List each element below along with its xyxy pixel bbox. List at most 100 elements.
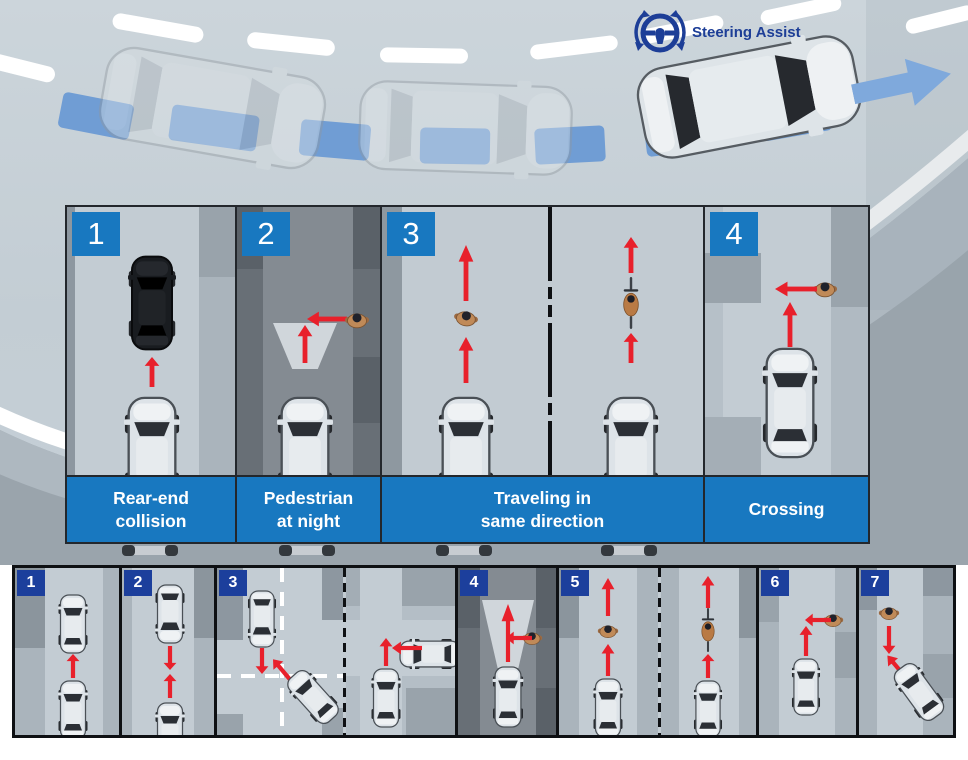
sub-panel-divider <box>343 568 346 735</box>
panel-number-badge: 2 <box>242 212 290 256</box>
red-arrow-up <box>601 644 615 676</box>
scenario-strip: 1 2 3 <box>12 565 956 738</box>
lane-divider <box>548 207 552 475</box>
pedestrian <box>597 620 619 642</box>
panel-number-badge: 4 <box>460 570 488 596</box>
pedestrian <box>344 307 370 333</box>
road-block <box>705 417 761 475</box>
ego-car <box>277 393 333 475</box>
red-arrow-up <box>66 654 80 678</box>
ego-car <box>762 344 818 462</box>
red-arrow-up <box>799 626 813 656</box>
red-arrow-up <box>297 325 313 363</box>
caption-line: same direction <box>480 510 605 531</box>
lane-marking <box>379 47 469 64</box>
caption-line: Rear-end <box>113 487 189 508</box>
panel-divider <box>119 568 122 735</box>
road-block <box>346 568 360 606</box>
ego-car <box>124 393 180 475</box>
wheel <box>122 545 135 556</box>
road-block <box>739 568 756 638</box>
road-block <box>831 207 868 307</box>
wheel <box>601 545 614 556</box>
panel-number-badge: 4 <box>710 212 758 256</box>
road-block <box>199 207 235 277</box>
scene-pedestrian-at-night: 2 <box>237 207 380 475</box>
caption-line: Crossing <box>748 499 825 520</box>
scene-traveling-same-direction: 3 <box>382 207 703 475</box>
panel-divider <box>756 568 759 735</box>
lane-marking <box>280 568 284 735</box>
caption-line: Pedestrian <box>263 487 354 508</box>
road-block <box>536 688 556 735</box>
red-arrow-up <box>501 604 515 662</box>
lead-vehicle <box>56 594 90 654</box>
wheel <box>279 545 292 556</box>
oncoming-car <box>245 590 279 648</box>
strip-scene-4: 4 <box>458 568 556 735</box>
red-arrow-down <box>255 648 269 674</box>
pedestrian <box>451 303 481 333</box>
ego-car <box>438 393 494 475</box>
panel-number-badge: 6 <box>761 570 789 596</box>
caption-crossing: Crossing <box>705 477 868 542</box>
red-arrow-up <box>144 357 160 387</box>
panel-divider <box>214 568 217 735</box>
red-arrow-up <box>623 237 639 273</box>
panel-number-badge: 2 <box>124 570 152 596</box>
panel-number-badge: 1 <box>72 212 120 256</box>
caption-line: at night <box>276 510 341 531</box>
steering-assist-label: Steering Assist <box>692 24 801 41</box>
red-arrow-left <box>775 281 817 297</box>
ego-car <box>153 702 187 735</box>
strip-scene-2: 2 <box>122 568 214 735</box>
road-block <box>353 207 380 269</box>
car-underside <box>603 546 655 555</box>
panel-number-badge: 3 <box>219 570 247 596</box>
panel-number-badge: 1 <box>17 570 45 596</box>
road-block <box>194 568 214 638</box>
steering-wheel-icon <box>634 10 686 53</box>
panel-divider <box>556 568 559 735</box>
strip-scene-5b <box>661 568 756 735</box>
wheel <box>644 545 657 556</box>
red-arrow-up <box>163 674 177 698</box>
scenario-panels: 1 2 3 <box>65 205 870 544</box>
sidewalk <box>831 307 868 475</box>
panel-divider <box>856 568 859 735</box>
red-arrow-up <box>782 302 798 347</box>
red-arrow-left <box>392 641 422 655</box>
panel-divider <box>455 568 458 735</box>
ego-car <box>603 393 659 475</box>
car-underside <box>281 546 333 555</box>
red-arrow-left <box>307 311 347 327</box>
wheel <box>322 545 335 556</box>
red-arrow-down <box>882 626 896 654</box>
ego-car <box>591 678 625 735</box>
car-underside <box>124 546 176 555</box>
ego-car <box>789 658 823 716</box>
red-arrow-up <box>623 333 639 363</box>
cyclist <box>620 277 642 329</box>
caption-band: Rear-end collision Pedestrian at night T… <box>67 477 868 542</box>
scene-crossing: 4 <box>705 207 868 475</box>
strip-scene-5: 5 <box>559 568 658 735</box>
ghost-car-2 <box>356 68 575 187</box>
caption-traveling-same-direction: Traveling in same direction <box>382 477 703 542</box>
panel-number-badge: 3 <box>387 212 435 256</box>
panel-number-badge: 7 <box>861 570 889 596</box>
ego-car <box>491 666 525 728</box>
scenario-scenes: 1 2 3 <box>67 207 868 475</box>
road-edge <box>67 207 75 475</box>
red-arrow-up <box>701 576 715 608</box>
ego-car <box>691 680 725 735</box>
road-block <box>406 688 455 735</box>
sub-panel-divider <box>658 568 661 735</box>
road-block <box>923 568 953 596</box>
panel-number-badge: 5 <box>561 570 589 596</box>
wheel <box>165 545 178 556</box>
red-arrow-up <box>601 578 615 616</box>
car-underside <box>438 546 490 555</box>
caption-rear-end-collision: Rear-end collision <box>67 477 235 542</box>
